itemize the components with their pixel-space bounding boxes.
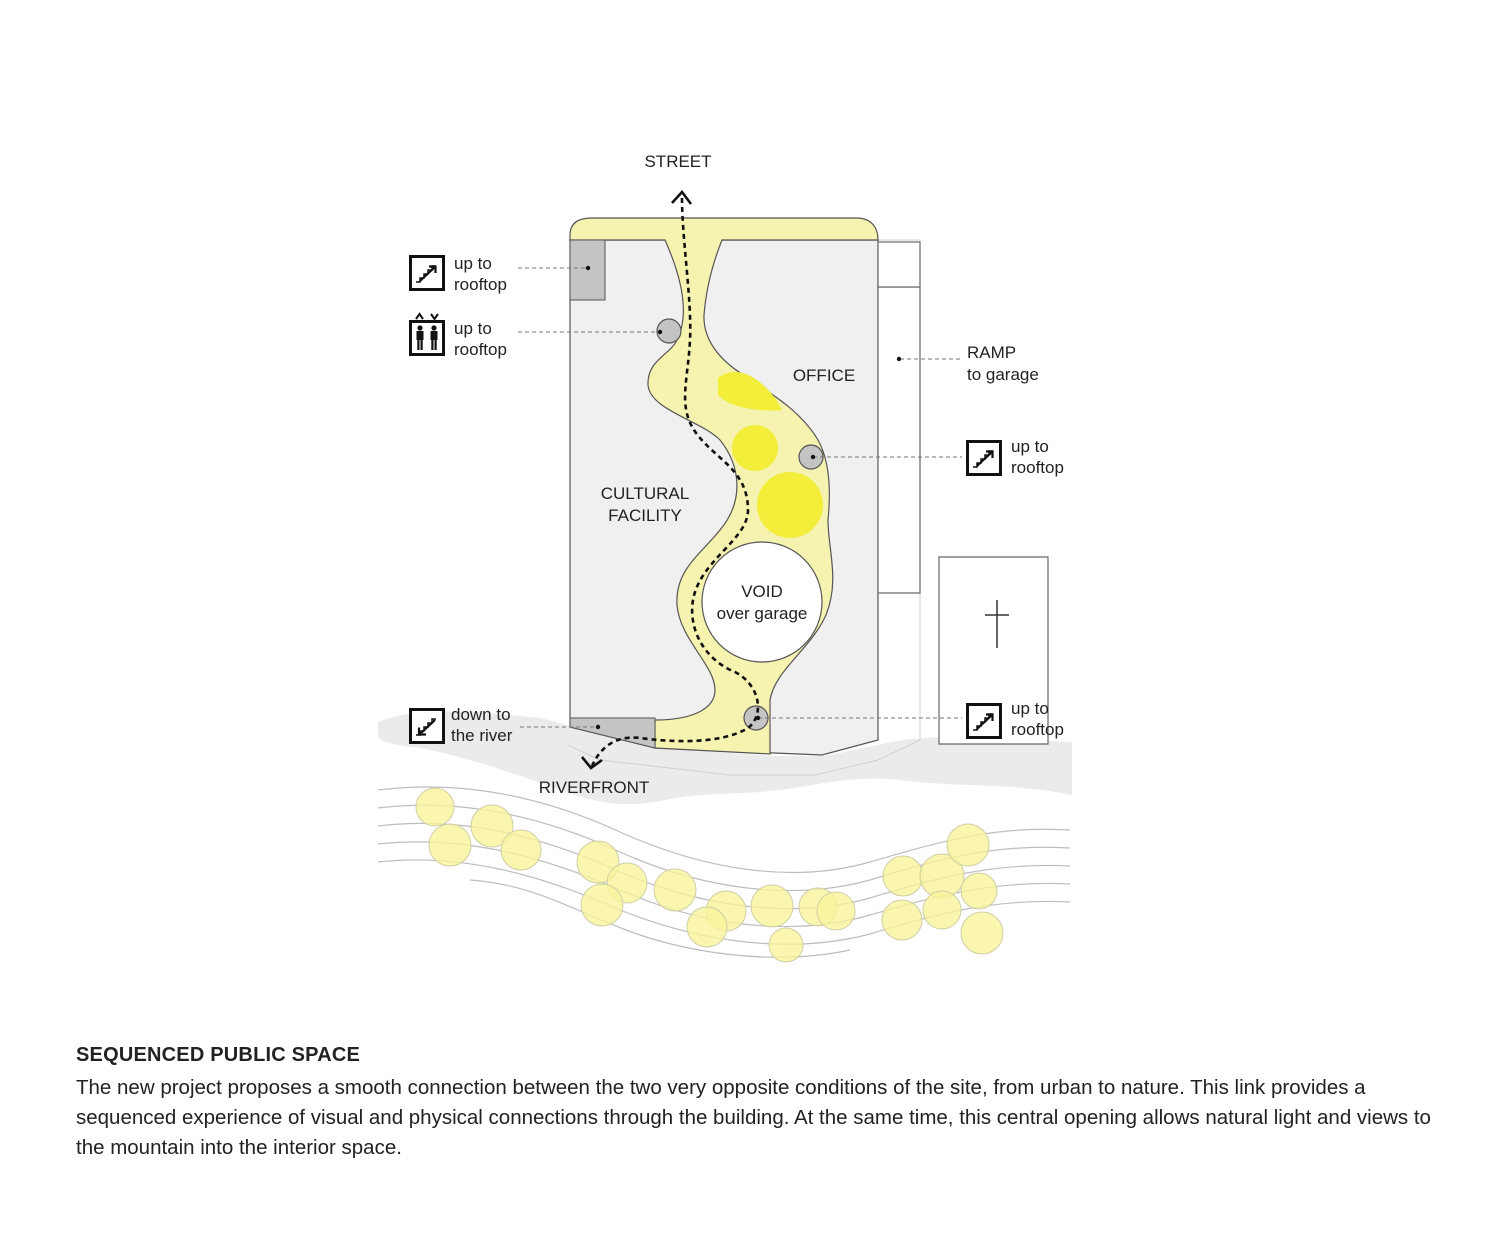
light-wells: [718, 371, 823, 538]
street-label: STREET: [644, 152, 711, 171]
arrow-to-street: [671, 189, 693, 205]
stairs-up-icon: [966, 703, 1002, 739]
ramp-label-line2: to garage: [967, 365, 1039, 384]
callout-elevator-line2: rooftop: [454, 340, 507, 359]
ramp-to-garage: [877, 286, 921, 594]
cross-icon: [985, 600, 1009, 648]
callout-stair-down-line2: the river: [451, 726, 513, 745]
stairs-up-icon: [966, 440, 1002, 476]
riverbank: [378, 711, 1072, 805]
elevator-icon: [409, 312, 445, 356]
void-over-garage: [701, 541, 823, 663]
void-label-line2: over garage: [717, 604, 808, 623]
callout-stair-se-line1: up to: [1011, 699, 1049, 718]
cultural-facility-label-line2: FACILITY: [608, 506, 682, 525]
arrow-to-riverfront: [580, 756, 603, 770]
stair-core-south: [569, 717, 656, 749]
ramp-top-block: [877, 241, 921, 288]
caption-block: SEQUENCED PUBLIC SPACE The new project p…: [76, 1044, 1436, 1163]
riverfront-label: RIVERFRONT: [539, 778, 650, 797]
callout-stair-e-line2: rooftop: [1011, 458, 1064, 477]
callout-stair-nw-line2: rooftop: [454, 275, 507, 294]
church-building: [938, 556, 1049, 745]
cultural-facility-label-line1: CULTURAL: [601, 484, 689, 503]
stairs-up-icon: [409, 255, 445, 291]
callout-stair-se-line2: rooftop: [1011, 720, 1064, 739]
callout-stair-e-line1: up to: [1011, 437, 1049, 456]
callout-stair-down-line1: down to: [451, 705, 511, 724]
elevator-core: [656, 318, 682, 344]
caption-body: The new project proposes a smooth connec…: [76, 1076, 1431, 1159]
ramp-label-line1: RAMP: [967, 343, 1016, 362]
river-trees: [415, 787, 1004, 963]
site-plan-diagram: up to rooftop up to rooftop up to roofto…: [377, 152, 1072, 963]
stairs-down-icon: [409, 708, 445, 744]
callout-elevator-line1: up to: [454, 319, 492, 338]
void-label-line1: VOID: [741, 582, 783, 601]
leader-dots: [585, 265, 902, 730]
callout-stair-nw-line1: up to: [454, 254, 492, 273]
office-label: OFFICE: [793, 366, 855, 385]
leader-lines: [518, 267, 962, 728]
caption-title: SEQUENCED PUBLIC SPACE: [76, 1044, 361, 1066]
